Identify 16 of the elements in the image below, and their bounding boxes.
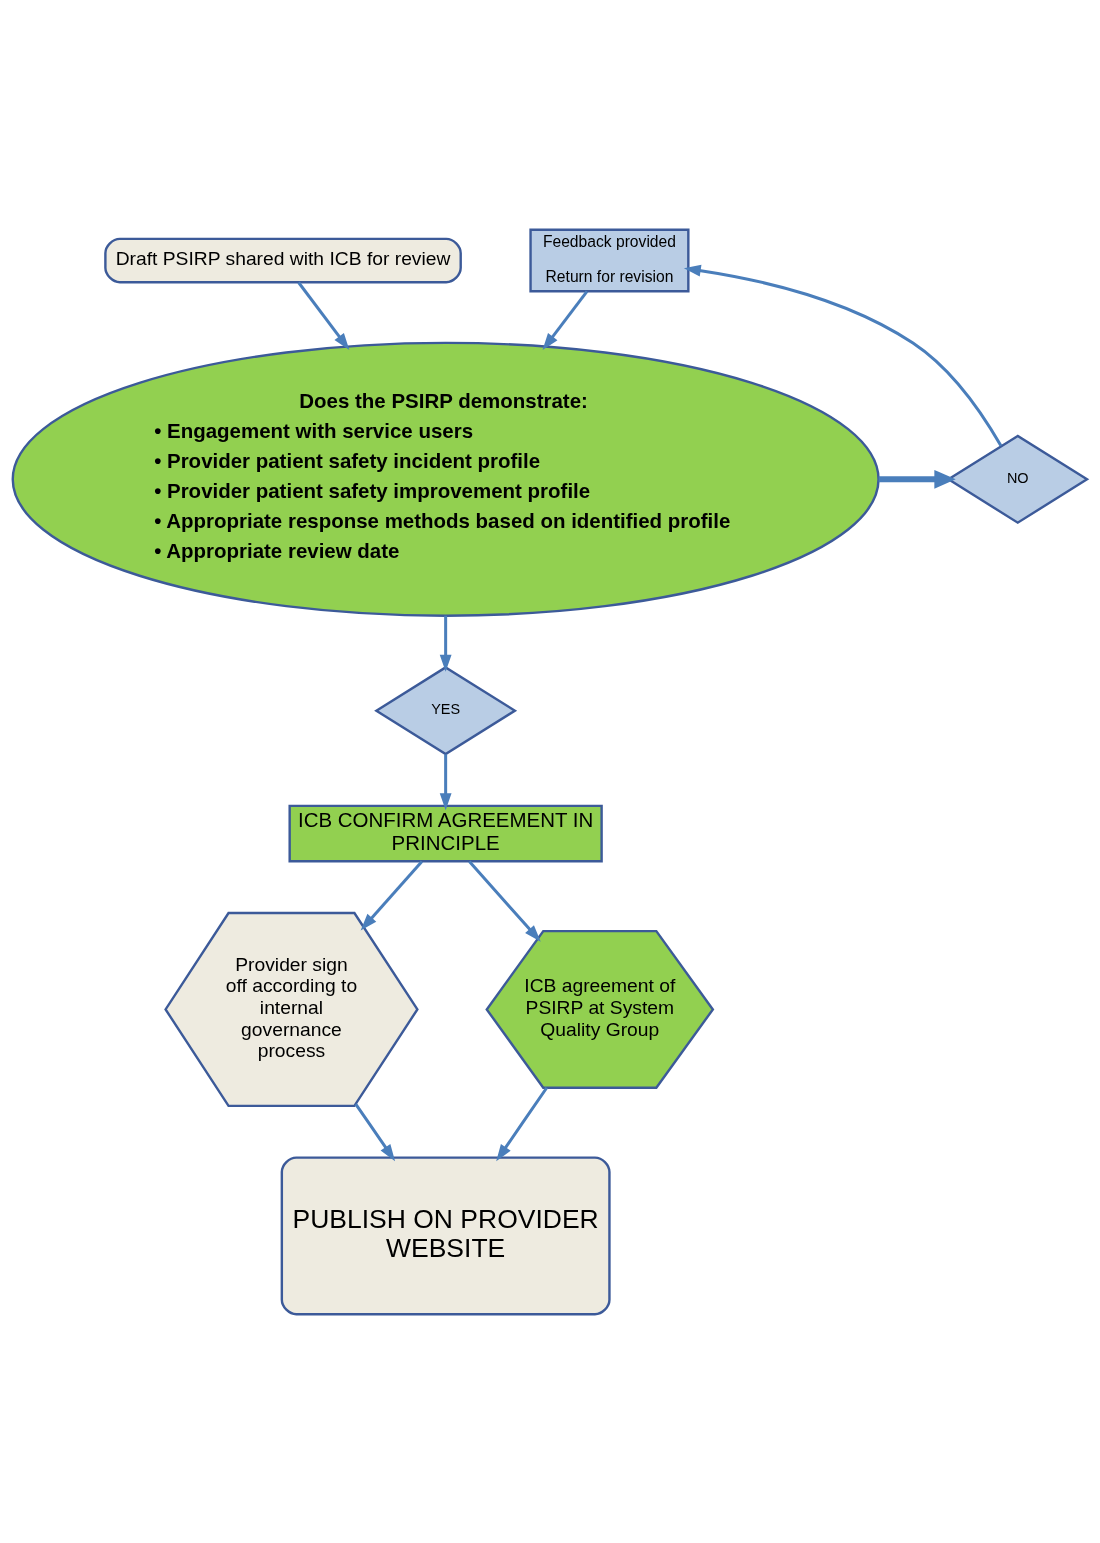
arrow	[439, 753, 452, 810]
node-box: ICB CONFIRM AGREEMENT IN PRINCIPLE	[288, 804, 603, 862]
arrow	[354, 1102, 396, 1161]
node-box: PUBLISH ON PROVIDER WEBSITE	[280, 1155, 611, 1315]
arrow	[542, 289, 589, 350]
arrow	[683, 264, 1003, 447]
arrow	[878, 469, 956, 489]
node-box: Draft PSIRP shared with ICB for review	[104, 237, 462, 283]
arrow	[496, 1086, 548, 1161]
node-ellipse: Does the PSIRP demonstrate: • Engagement with service users • Provider patient safety incident profile • Provider patient safety improvement profile • Appropriate response methods based on identified profile • Appropriate review date	[11, 341, 880, 617]
node-box: Feedback provided Return for revision	[529, 228, 690, 292]
arrow	[360, 860, 423, 930]
arrow	[439, 615, 452, 672]
node-diamond: YES	[374, 665, 518, 755]
arrow	[297, 281, 350, 350]
arrow	[468, 860, 541, 942]
